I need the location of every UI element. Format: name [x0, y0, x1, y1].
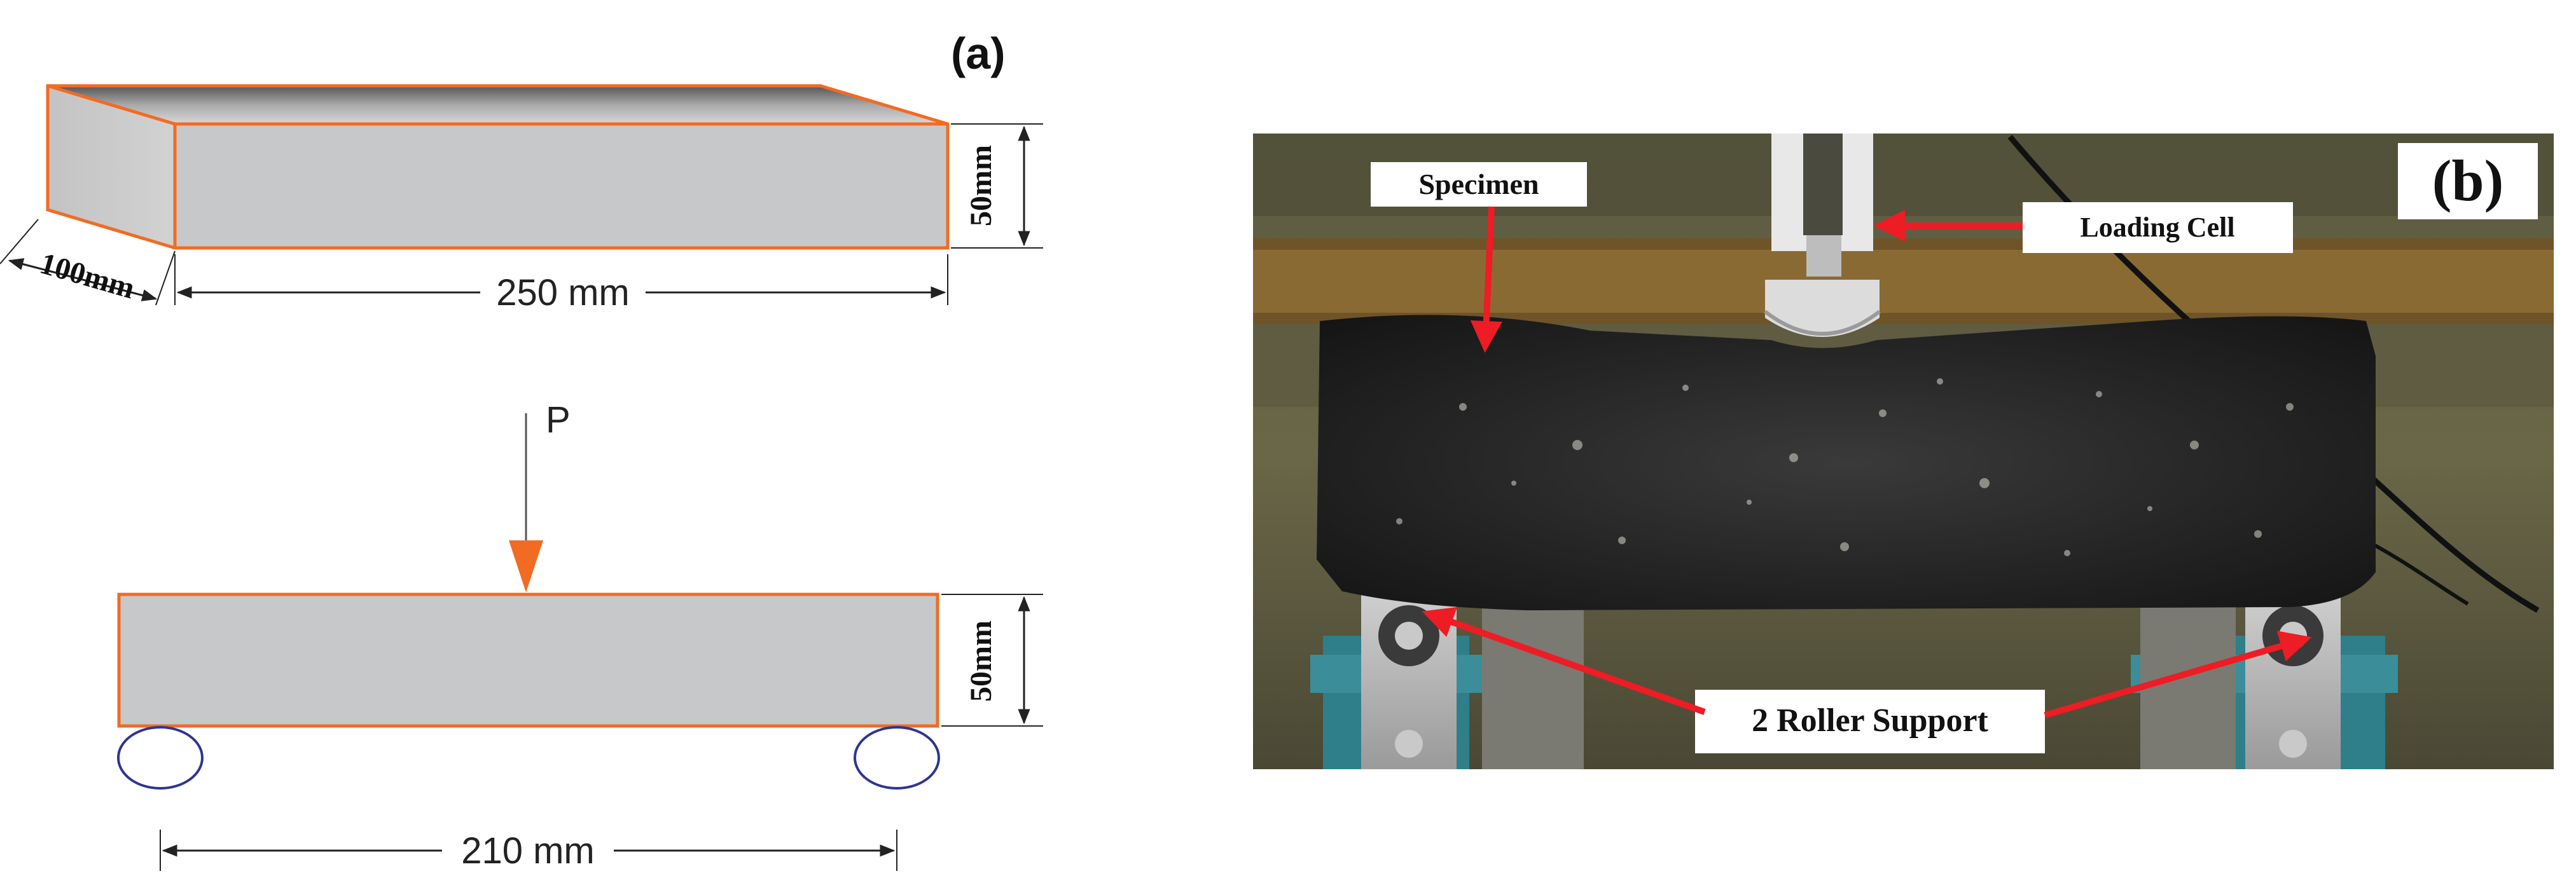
beam-3d: [46, 84, 950, 250]
roller-arrow-left: [1422, 606, 1706, 715]
roller-support-callout-label: 2 Roller Support: [1752, 702, 1988, 739]
specimen-callout-label: Specimen: [1418, 168, 1539, 200]
panel-b-label-box: [2398, 143, 2538, 219]
dim-height-3d: 50mm: [951, 123, 1043, 249]
dim-width-label: 100mm: [36, 247, 139, 306]
dim-height-2d: 50mm: [941, 594, 1043, 727]
loading-cell-callout-box: [2023, 202, 2293, 253]
specimen-callout-box: [1371, 162, 1587, 207]
dim-height-2d-label: 50mm: [964, 620, 998, 702]
panel-a-label: (a): [951, 29, 1006, 78]
roller-arrow-right: [2044, 631, 2312, 718]
asphalt-specimen: [1317, 315, 2376, 610]
panel-a: (a) 100mm 250 mm 50mm: [0, 29, 1043, 872]
support-left: [1310, 591, 1584, 769]
beam-3d-side-face: [48, 86, 175, 248]
loading-cell-callout-label: Loading Cell: [2080, 212, 2234, 243]
roller-right: [854, 726, 940, 790]
specimen-arrow: [1470, 206, 1502, 353]
load-arrow: P: [509, 399, 571, 592]
dim-span-label: 210 mm: [461, 830, 595, 872]
load-label: P: [546, 399, 571, 441]
support-right: [2131, 591, 2398, 769]
dim-length: 250 mm: [174, 254, 948, 313]
wood-band: [1253, 238, 2554, 324]
panel-b: Specimen Loading Cell (b) 2 Roller Suppo…: [1253, 134, 2554, 769]
dim-height-3d-label: 50mm: [964, 145, 998, 226]
dim-length-label: 250 mm: [496, 272, 630, 313]
load-arrow-head: [509, 540, 543, 592]
beam-2d: [117, 592, 939, 728]
panel-b-label: (b): [2432, 148, 2503, 213]
beam-3d-front-face: [175, 124, 948, 248]
test-photo: Specimen Loading Cell (b) 2 Roller Suppo…: [1253, 134, 2554, 769]
roller-support-callout-box: [1695, 690, 2045, 753]
roller-left: [117, 726, 204, 790]
loading-cell: [1764, 134, 1881, 337]
dim-span: 210 mm: [160, 830, 897, 872]
beam-3d-edges: [46, 84, 950, 250]
beam-3d-top-face: [48, 86, 948, 124]
